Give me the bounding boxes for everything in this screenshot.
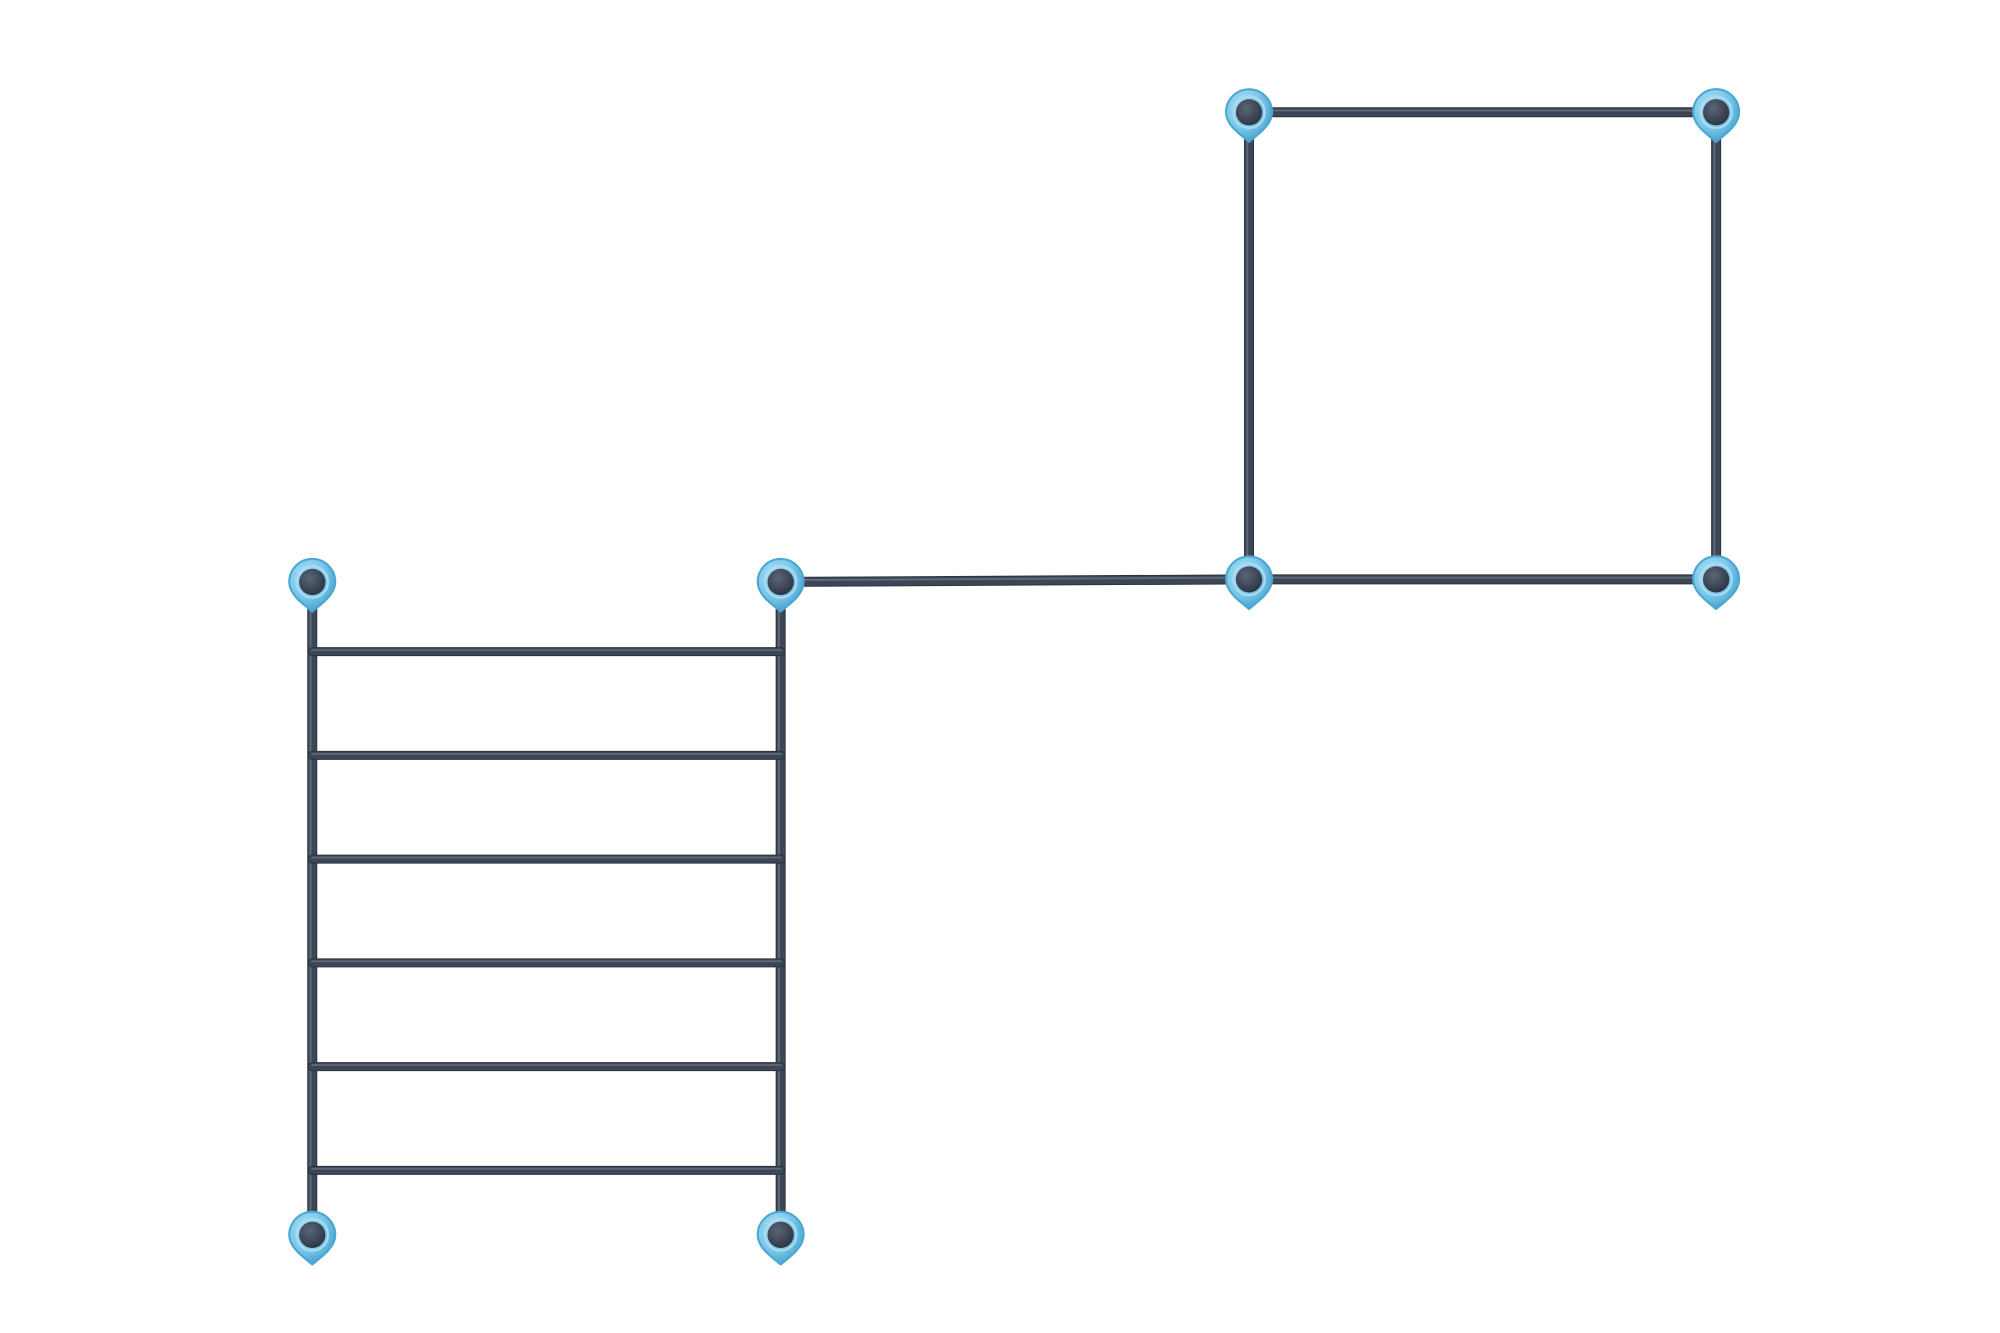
ladder-rung	[307, 750, 786, 760]
square-frame-bottom-bar	[1244, 574, 1722, 585]
square-frame-left-bar	[1244, 107, 1255, 585]
ladder-rung	[307, 1165, 786, 1175]
ladder-rung	[307, 958, 786, 968]
connector-ladder-top-right	[756, 557, 805, 613]
connector-square-bottom-right	[1692, 555, 1741, 611]
connector-square-top-left	[1224, 87, 1274, 144]
ladder-rung	[307, 854, 786, 864]
square-frame-top-bar	[1244, 107, 1722, 118]
connector-square-top-right	[1692, 87, 1741, 144]
connector-ladder-bottom-right	[756, 1210, 805, 1266]
connector-square-bottom-left	[1224, 555, 1274, 611]
connector-ladder-top-left	[288, 557, 337, 613]
square-frame-right-bar	[1711, 107, 1722, 585]
ladder-rung	[307, 647, 786, 657]
ladder-left-rail	[307, 576, 318, 1240]
ladder-right-rail	[775, 576, 786, 1240]
ladder-rung	[307, 1062, 786, 1072]
connecting-bar	[775, 574, 1255, 587]
connector-ladder-bottom-left	[288, 1210, 337, 1266]
bars-layer	[307, 107, 1722, 1240]
connectors-layer	[288, 87, 1741, 1266]
